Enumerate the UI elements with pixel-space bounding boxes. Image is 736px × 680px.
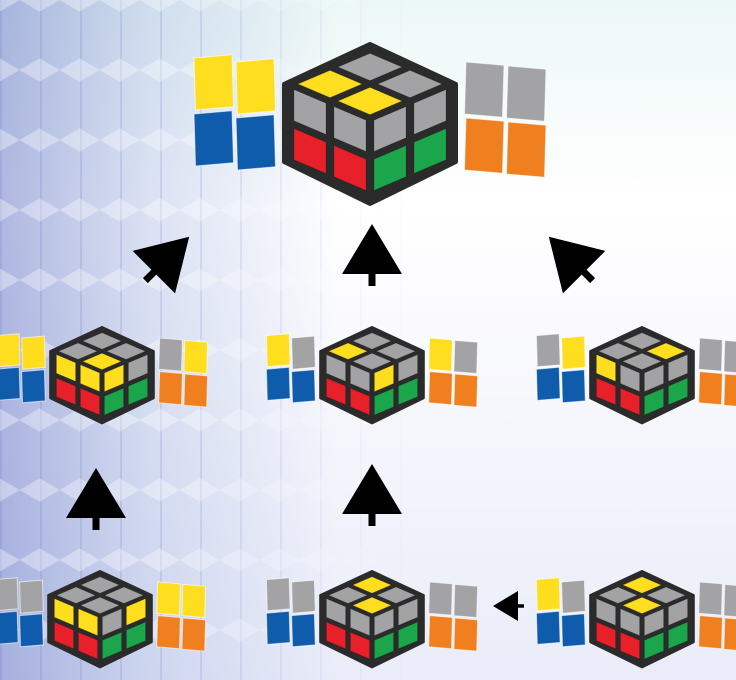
flap-sticker (292, 336, 316, 369)
arrow-center-to-top (342, 224, 402, 286)
flap-sticker (157, 582, 181, 615)
flap-sticker (429, 372, 453, 405)
flap-sticker (699, 338, 723, 371)
flap-sticker (266, 367, 290, 400)
cube-center-mid (266, 327, 477, 423)
flap-sticker (465, 62, 505, 117)
flap-sticker (454, 618, 478, 651)
flap-sticker (0, 578, 18, 611)
left-face-flaps (266, 578, 315, 647)
arrow-head (528, 216, 606, 294)
arrow-head (342, 224, 402, 274)
flap-sticker (507, 122, 547, 177)
flap-sticker (507, 66, 547, 121)
flap-sticker (292, 580, 316, 613)
flap-sticker (536, 367, 560, 400)
flap-sticker (454, 584, 478, 617)
arrow-center-bottom-to-mid (342, 464, 402, 526)
left-face-flaps (536, 334, 585, 403)
arrow-stem (516, 604, 524, 608)
right-face-flaps (429, 338, 478, 407)
left-face-flaps (194, 55, 276, 170)
flap-sticker (236, 59, 276, 114)
flap-sticker (724, 618, 736, 651)
flap-sticker (536, 611, 560, 644)
flap-sticker (184, 374, 208, 407)
arrow-stem (369, 510, 376, 526)
flap-sticker (454, 374, 478, 407)
arrow-stem (93, 514, 100, 530)
right-face-flaps (465, 62, 547, 177)
flap-sticker (292, 370, 316, 403)
cube-center-bottom (266, 571, 477, 667)
flap-sticker (236, 115, 276, 170)
left-face-flaps (536, 578, 585, 647)
flap-sticker (536, 334, 560, 367)
flap-sticker (699, 372, 723, 405)
left-face-flaps (0, 334, 45, 403)
flap-sticker (562, 336, 586, 369)
arrow-right-bottom-to-center-bottom (493, 591, 524, 621)
flap-sticker (266, 611, 290, 644)
flap-sticker (157, 616, 181, 649)
right-face-flaps (699, 582, 736, 651)
cube-right-bottom (536, 571, 736, 667)
flap-sticker (429, 616, 453, 649)
arrow-left-bottom-to-mid (66, 468, 126, 530)
flap-sticker (22, 370, 46, 403)
flap-sticker (0, 334, 20, 367)
left-face-flaps (266, 334, 315, 403)
cube-left-mid (0, 327, 208, 423)
cube-left-bottom (0, 571, 206, 667)
flap-sticker (724, 340, 736, 373)
flap-sticker (266, 334, 290, 367)
arrow-left-to-top (124, 216, 210, 302)
arrow-head (342, 464, 402, 514)
flap-sticker (536, 578, 560, 611)
left-face-flaps (0, 578, 43, 647)
right-face-flaps (429, 582, 478, 651)
right-face-flaps (157, 582, 206, 651)
arrow-head (133, 216, 211, 294)
flap-sticker (699, 616, 723, 649)
solved-cube (194, 44, 546, 204)
arrow-head (66, 468, 126, 518)
flap-sticker (20, 614, 44, 647)
flap-sticker (562, 580, 586, 613)
flap-sticker (429, 338, 453, 371)
flap-sticker (182, 584, 206, 617)
flap-sticker (292, 614, 316, 647)
arrow-stem (369, 270, 376, 286)
right-face-flaps (699, 338, 736, 407)
flap-sticker (0, 611, 18, 644)
flap-sticker (184, 340, 208, 373)
flap-sticker (562, 370, 586, 403)
arrow-head (493, 591, 518, 621)
flap-sticker (429, 582, 453, 615)
flap-sticker (0, 367, 20, 400)
flap-sticker (194, 55, 234, 110)
flap-sticker (465, 118, 505, 173)
flap-sticker (454, 340, 478, 373)
flap-sticker (266, 578, 290, 611)
flap-sticker (159, 338, 183, 371)
flap-sticker (20, 580, 44, 613)
cube-right-mid (536, 327, 736, 423)
arrow-right-to-top (528, 216, 614, 302)
flap-sticker (724, 374, 736, 407)
flap-sticker (724, 584, 736, 617)
flap-sticker (194, 111, 234, 166)
right-face-flaps (159, 338, 208, 407)
flap-sticker (159, 372, 183, 405)
flap-sticker (699, 582, 723, 615)
flap-sticker (562, 614, 586, 647)
flap-sticker (182, 618, 206, 651)
flap-sticker (22, 336, 46, 369)
